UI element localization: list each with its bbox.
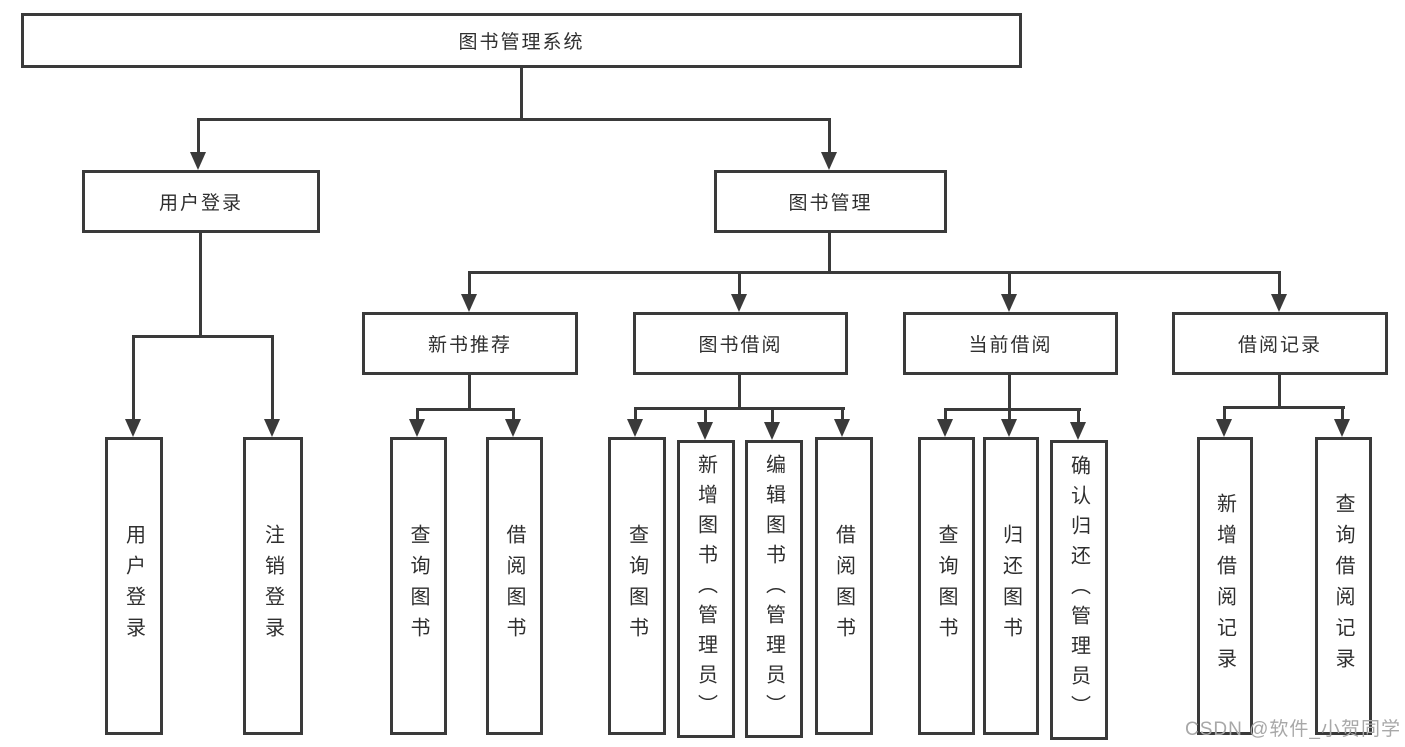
connector-book-borrowing-split <box>634 407 845 410</box>
watermark: CSDN @软件_小贺同学 <box>1185 719 1401 740</box>
leaf-label: 借阅图书 <box>503 524 525 648</box>
node-user-login: 用户登录 <box>82 170 320 233</box>
arrowhead-to-borrow-books-borrowing-icon <box>834 419 850 437</box>
leaf-borrow-books-recommend: 借阅图书 <box>486 437 543 735</box>
connector-stem-edit-book <box>771 407 774 424</box>
connector-stem-add-borrow-record <box>1223 406 1226 421</box>
leaf-query-books-current: 查询图书 <box>918 437 975 735</box>
leaf-add-borrow-record: 新增借阅记录 <box>1197 437 1253 735</box>
node-label: 借阅记录 <box>1237 335 1322 356</box>
arrowhead-to-borrow-records-icon <box>1271 294 1287 312</box>
node-label: 当前借阅 <box>968 335 1053 356</box>
connector-new-book-feeder <box>468 375 471 411</box>
connector-stem-book-management <box>828 118 831 154</box>
arrowhead-to-query-borrow-record-icon <box>1334 419 1350 437</box>
connector-stem-add-book <box>704 407 707 424</box>
connector-borrow-records-feeder <box>1278 375 1281 409</box>
arrowhead-to-current-borrowing-icon <box>1001 294 1017 312</box>
node-label: 图书管理 <box>788 193 873 214</box>
connector-user-login-split <box>132 335 274 338</box>
leaf-user-login: 用户登录 <box>105 437 163 735</box>
arrowhead-to-add-borrow-record-icon <box>1216 419 1232 437</box>
arrowhead-to-new-book-recommend-icon <box>461 294 477 312</box>
arrowhead-to-edit-book-icon <box>764 422 780 440</box>
connector-stem-borrow-records <box>1278 271 1281 297</box>
leaf-label: 归还图书 <box>999 524 1022 648</box>
leaf-label: 借阅图书 <box>832 524 855 648</box>
leaf-return-book: 归还图书 <box>983 437 1039 735</box>
connector-current-borrowing-feeder <box>1008 375 1011 421</box>
node-borrow-records: 借阅记录 <box>1172 312 1388 375</box>
connector-current-borrowing-split <box>944 408 1081 411</box>
connector-root-split <box>197 118 831 121</box>
arrowhead-to-book-borrowing-icon <box>731 294 747 312</box>
arrowhead-to-book-management-icon <box>821 152 837 170</box>
arrowhead-to-query-books-current-icon <box>937 419 953 437</box>
connector-root-feeder <box>520 68 523 121</box>
connector-stem-query-books-recommend <box>416 408 419 421</box>
arrowhead-to-confirm-return-icon <box>1070 422 1086 440</box>
leaf-query-borrow-record: 查询借阅记录 <box>1315 437 1372 735</box>
leaf-label: 查询图书 <box>935 524 957 648</box>
connector-stem-user-login <box>197 118 200 154</box>
connector-book-management-split <box>468 271 1281 274</box>
connector-stem-book-borrowing <box>738 271 741 297</box>
node-library-system: 图书管理系统 <box>21 13 1022 68</box>
connector-stem-query-books-current <box>944 408 947 421</box>
leaf-label: 查询借阅记录 <box>1332 493 1354 679</box>
connector-stem-leaf-logout <box>271 335 274 421</box>
connector-stem-query-books-borrowing <box>634 407 637 421</box>
leaf-label: 注销登录 <box>261 524 284 648</box>
arrowhead-to-query-books-borrowing-icon <box>627 419 643 437</box>
leaf-query-books-recommend: 查询图书 <box>390 437 447 735</box>
node-label: 图书借阅 <box>698 335 783 356</box>
node-new-book-recommend: 新书推荐 <box>362 312 578 375</box>
leaf-borrow-books-borrowing: 借阅图书 <box>815 437 873 735</box>
arrowhead-to-return-book-icon <box>1001 419 1017 437</box>
leaf-label: 用户登录 <box>122 524 145 648</box>
connector-user-login-feeder <box>199 233 202 338</box>
connector-book-management-feeder <box>828 233 831 274</box>
arrowhead-to-query-books-recommend-icon <box>409 419 425 437</box>
node-current-borrowing: 当前借阅 <box>903 312 1118 375</box>
node-label: 用户登录 <box>158 193 243 214</box>
node-label: 图书管理系统 <box>458 32 585 53</box>
connector-new-book-split <box>416 408 515 411</box>
connector-stem-query-borrow-record <box>1341 406 1344 421</box>
node-label: 新书推荐 <box>427 335 512 356</box>
connector-stem-leaf-user-login <box>132 335 135 421</box>
node-book-borrowing: 图书借阅 <box>633 312 848 375</box>
arrowhead-to-leaf-logout-icon <box>264 419 280 437</box>
arrowhead-to-borrow-books-recommend-icon <box>505 419 521 437</box>
connector-borrow-records-split <box>1223 406 1345 409</box>
connector-stem-new-book-recommend <box>468 271 471 297</box>
leaf-confirm-return-admin: 确认归还（管理员） <box>1050 440 1108 740</box>
leaf-label: 确认归还（管理员） <box>1067 455 1090 725</box>
leaf-label: 查询图书 <box>407 524 429 648</box>
leaf-label: 新增图书（管理员） <box>694 454 717 724</box>
arrowhead-to-add-book-icon <box>697 422 713 440</box>
connector-stem-borrow-books-recommend <box>512 408 515 421</box>
leaf-logout: 注销登录 <box>243 437 303 735</box>
leaf-label: 新增借阅记录 <box>1213 493 1236 679</box>
node-book-management: 图书管理 <box>714 170 947 233</box>
connector-stem-current-borrowing <box>1008 271 1011 297</box>
leaf-query-books-borrowing: 查询图书 <box>608 437 666 735</box>
leaf-add-book-admin: 新增图书（管理员） <box>677 440 735 738</box>
arrowhead-to-leaf-user-login-icon <box>125 419 141 437</box>
connector-stem-confirm-return <box>1077 408 1080 424</box>
connector-book-borrowing-feeder <box>738 375 741 410</box>
leaf-label: 编辑图书（管理员） <box>762 454 785 724</box>
arrowhead-to-user-login-icon <box>190 152 206 170</box>
connector-stem-borrow-books-borrowing <box>841 407 844 421</box>
leaf-label: 查询图书 <box>625 524 648 648</box>
leaf-edit-book-admin: 编辑图书（管理员） <box>745 440 803 738</box>
